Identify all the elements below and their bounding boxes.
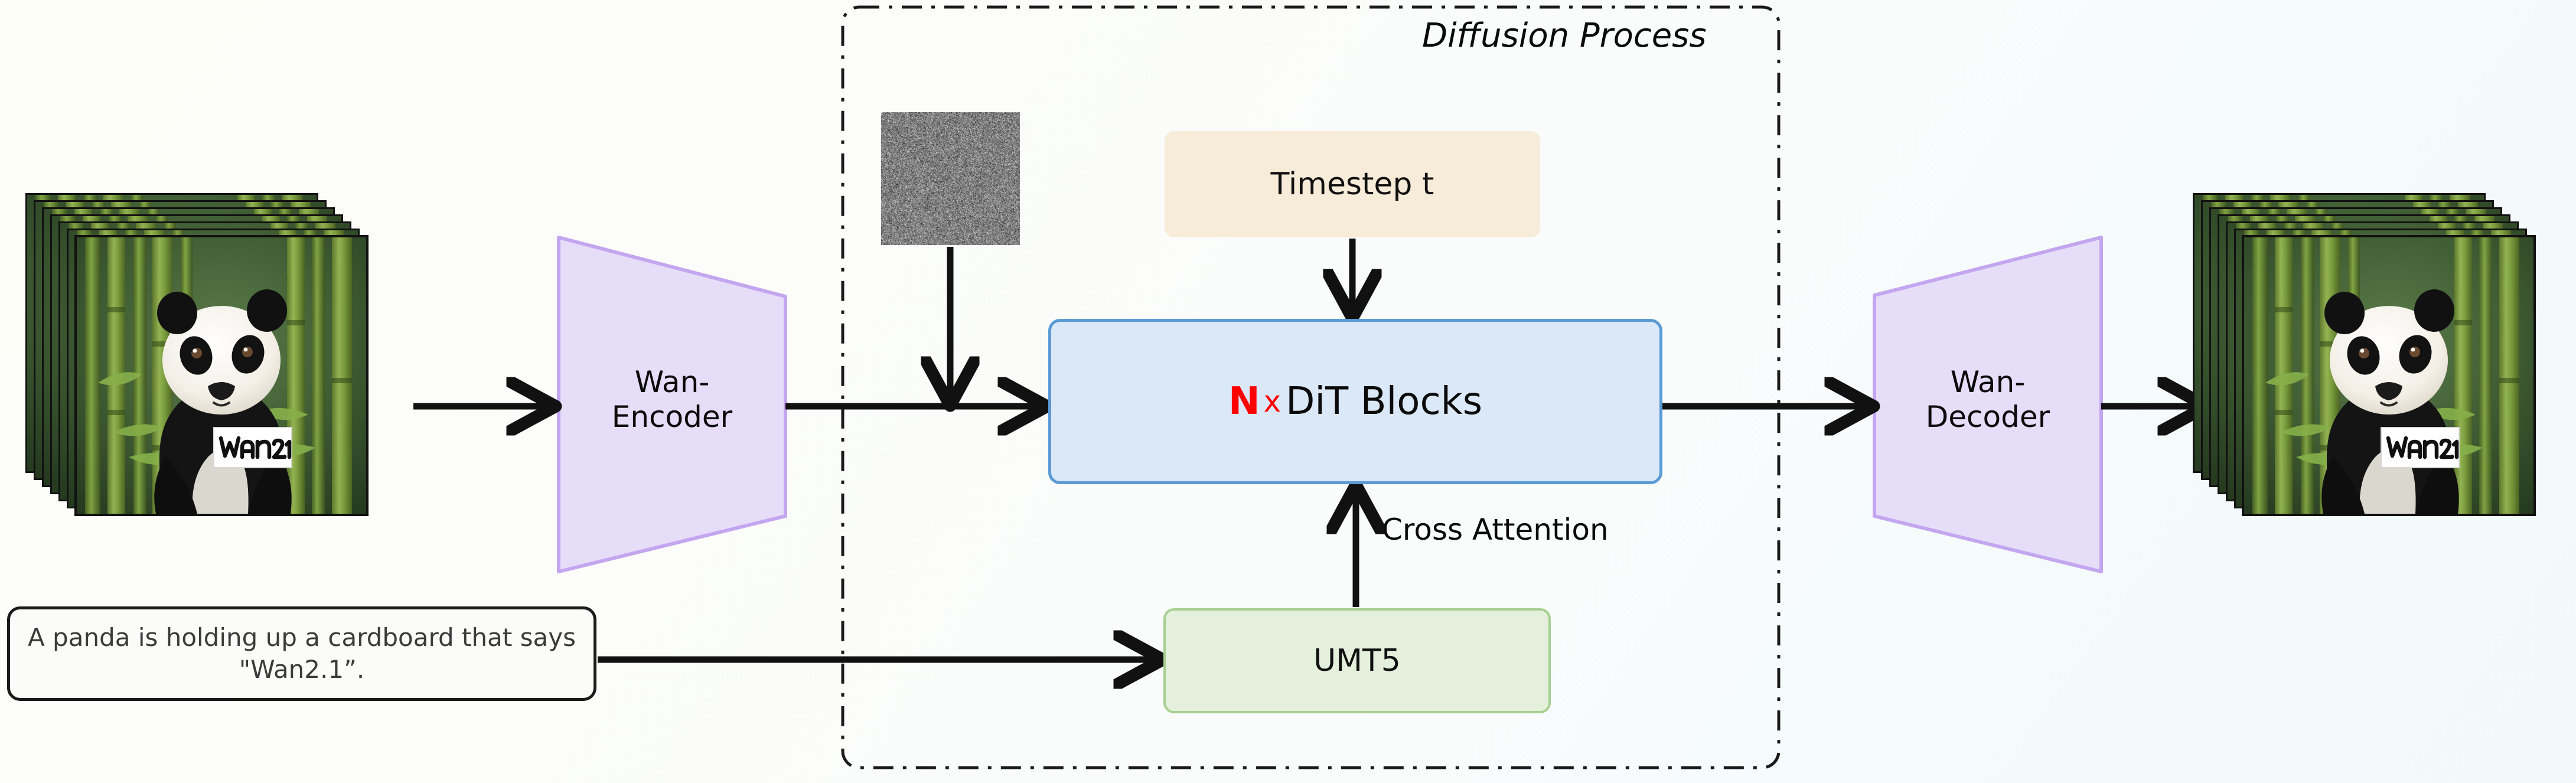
timestep-node[interactable]: Timestep t	[1165, 131, 1540, 237]
umt5-label: UMT5	[1313, 643, 1401, 678]
dit-blocks-label: DiT Blocks	[1286, 380, 1482, 423]
cross-attention-label: Cross Attention	[1382, 513, 1609, 547]
wan-decoder-shape[interactable]	[1874, 237, 2101, 572]
timestep-label: Timestep t	[1271, 167, 1434, 202]
input-video-frames[interactable]	[25, 193, 369, 516]
umt5-node[interactable]: UMT5	[1163, 608, 1551, 713]
text-prompt-box[interactable]: A panda is holding up a cardboard that s…	[7, 606, 596, 701]
text-prompt-value: A panda is holding up a cardboard that s…	[25, 622, 578, 686]
dit-blocks-node[interactable]: N x DiT Blocks	[1048, 319, 1662, 484]
dit-multiply-symbol: x	[1260, 384, 1286, 419]
gaussian-noise-patch	[881, 112, 1020, 245]
diffusion-process-label: Diffusion Process	[1422, 17, 1707, 55]
wan-encoder-shape[interactable]	[559, 237, 785, 572]
output-video-frames[interactable]	[2193, 193, 2536, 516]
dit-repeat-count: N	[1228, 380, 1260, 423]
